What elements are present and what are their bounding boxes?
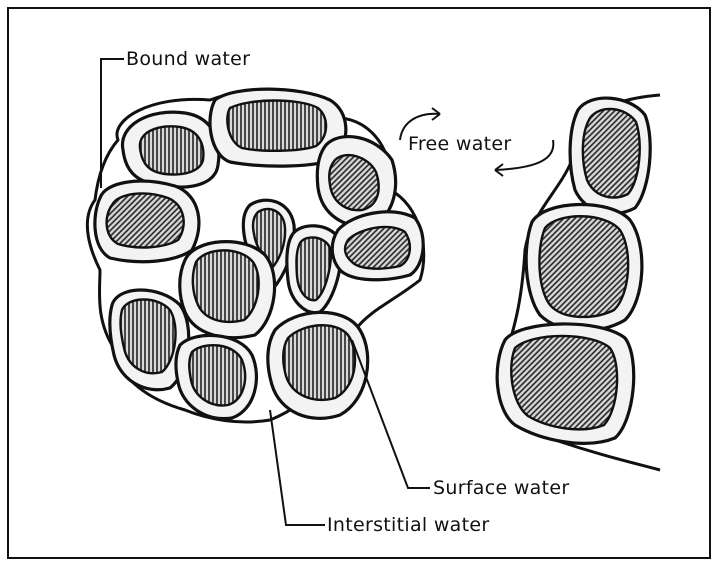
- interstitial-water-leader: [270, 410, 325, 525]
- particle: [268, 312, 368, 418]
- particle: [570, 98, 650, 213]
- particle: [332, 212, 423, 280]
- particle: [180, 242, 275, 338]
- surface-water-label: Surface water: [433, 477, 569, 499]
- particle: [95, 181, 199, 262]
- particle: [526, 204, 642, 330]
- particle: [122, 112, 218, 187]
- particle: [497, 324, 634, 443]
- bound-water-label: Bound water: [126, 48, 250, 70]
- free-water-label: Free water: [408, 133, 512, 155]
- interstitial-water-label: Interstitial water: [327, 514, 489, 536]
